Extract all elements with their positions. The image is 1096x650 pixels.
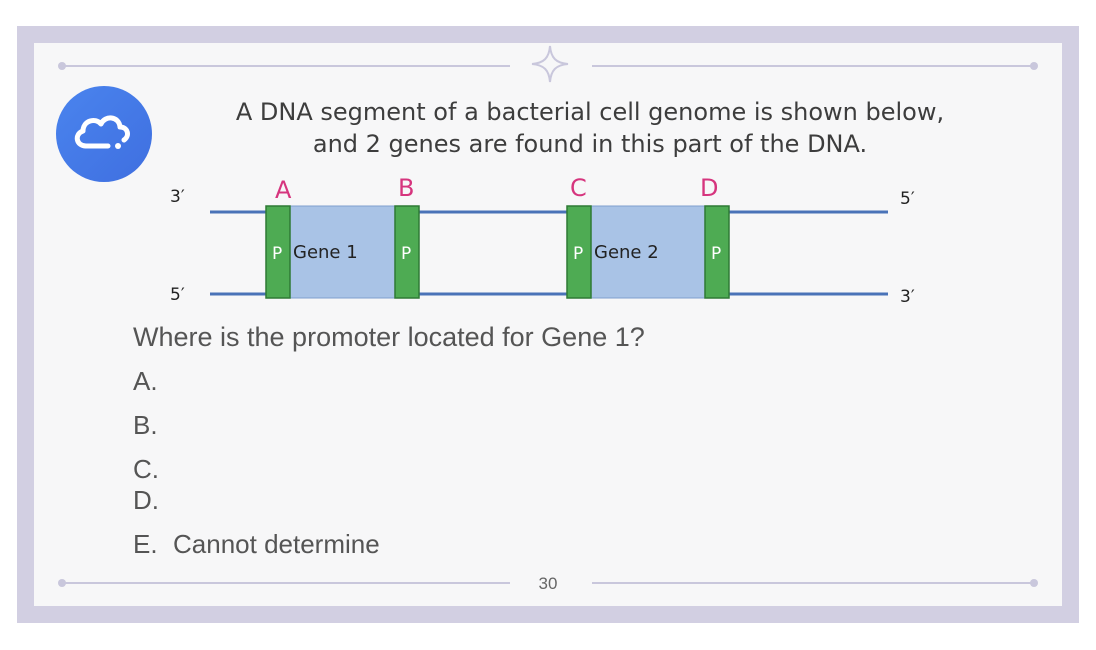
promoter-d <box>704 205 730 299</box>
gene-2-label: Gene 2 <box>594 242 659 263</box>
page-number: 30 <box>538 574 558 593</box>
option-b[interactable]: B. <box>133 410 173 441</box>
rule-dot-top-right <box>1030 62 1038 70</box>
promoter-a-label: P <box>272 244 282 264</box>
gene-1-label: Gene 1 <box>293 242 358 263</box>
cloud-badge <box>56 86 152 182</box>
strand-label-bottom-right: 3′ <box>900 287 915 307</box>
cloud-icon <box>74 115 130 149</box>
bottom-rule-right <box>592 582 1034 584</box>
gene-1-box <box>289 205 396 299</box>
option-letter: D. <box>133 485 159 515</box>
option-letter: B. <box>133 410 158 440</box>
site-label-d: D <box>700 174 718 202</box>
option-e[interactable]: E. Cannot determine <box>133 529 380 560</box>
promoter-d-label: P <box>711 244 721 264</box>
promoter-c <box>566 205 592 299</box>
question-text: Where is the promoter located for Gene 1… <box>133 322 645 352</box>
slide <box>34 43 1062 606</box>
question-title: A DNA segment of a bacterial cell genome… <box>150 96 1030 160</box>
promoter-a <box>265 205 291 299</box>
site-label-b: B <box>398 174 414 202</box>
option-c[interactable]: C. <box>133 454 173 485</box>
promoter-b <box>394 205 420 299</box>
title-line-2: and 2 genes are found in this part of th… <box>312 130 868 158</box>
top-rule-right <box>592 65 1034 67</box>
rule-dot-bottom-right <box>1030 579 1038 587</box>
top-rule-left <box>62 65 510 67</box>
option-d[interactable]: D. <box>133 485 173 516</box>
site-label-a: A <box>275 176 292 204</box>
option-letter: A. <box>133 366 158 396</box>
option-letter: E. <box>133 529 158 559</box>
promoter-b-label: P <box>401 244 411 264</box>
sparkle-icon <box>531 45 569 83</box>
site-label-c: C <box>570 174 587 202</box>
option-a[interactable]: A. <box>133 366 173 397</box>
title-line-1: A DNA segment of a bacterial cell genome… <box>235 98 945 126</box>
promoter-c-label: P <box>573 244 583 264</box>
strand-label-top-right: 5′ <box>900 189 915 209</box>
strand-label-top-left: 3′ <box>170 187 185 207</box>
strand-label-bottom-left: 5′ <box>170 285 185 305</box>
dna-diagram: 3′ 5′ 5′ 3′ P P Gene 1 P P Gene 2 A B C … <box>170 174 915 307</box>
option-letter: C. <box>133 454 159 484</box>
option-text: Cannot determine <box>173 529 380 559</box>
bottom-rule-left <box>62 582 510 584</box>
